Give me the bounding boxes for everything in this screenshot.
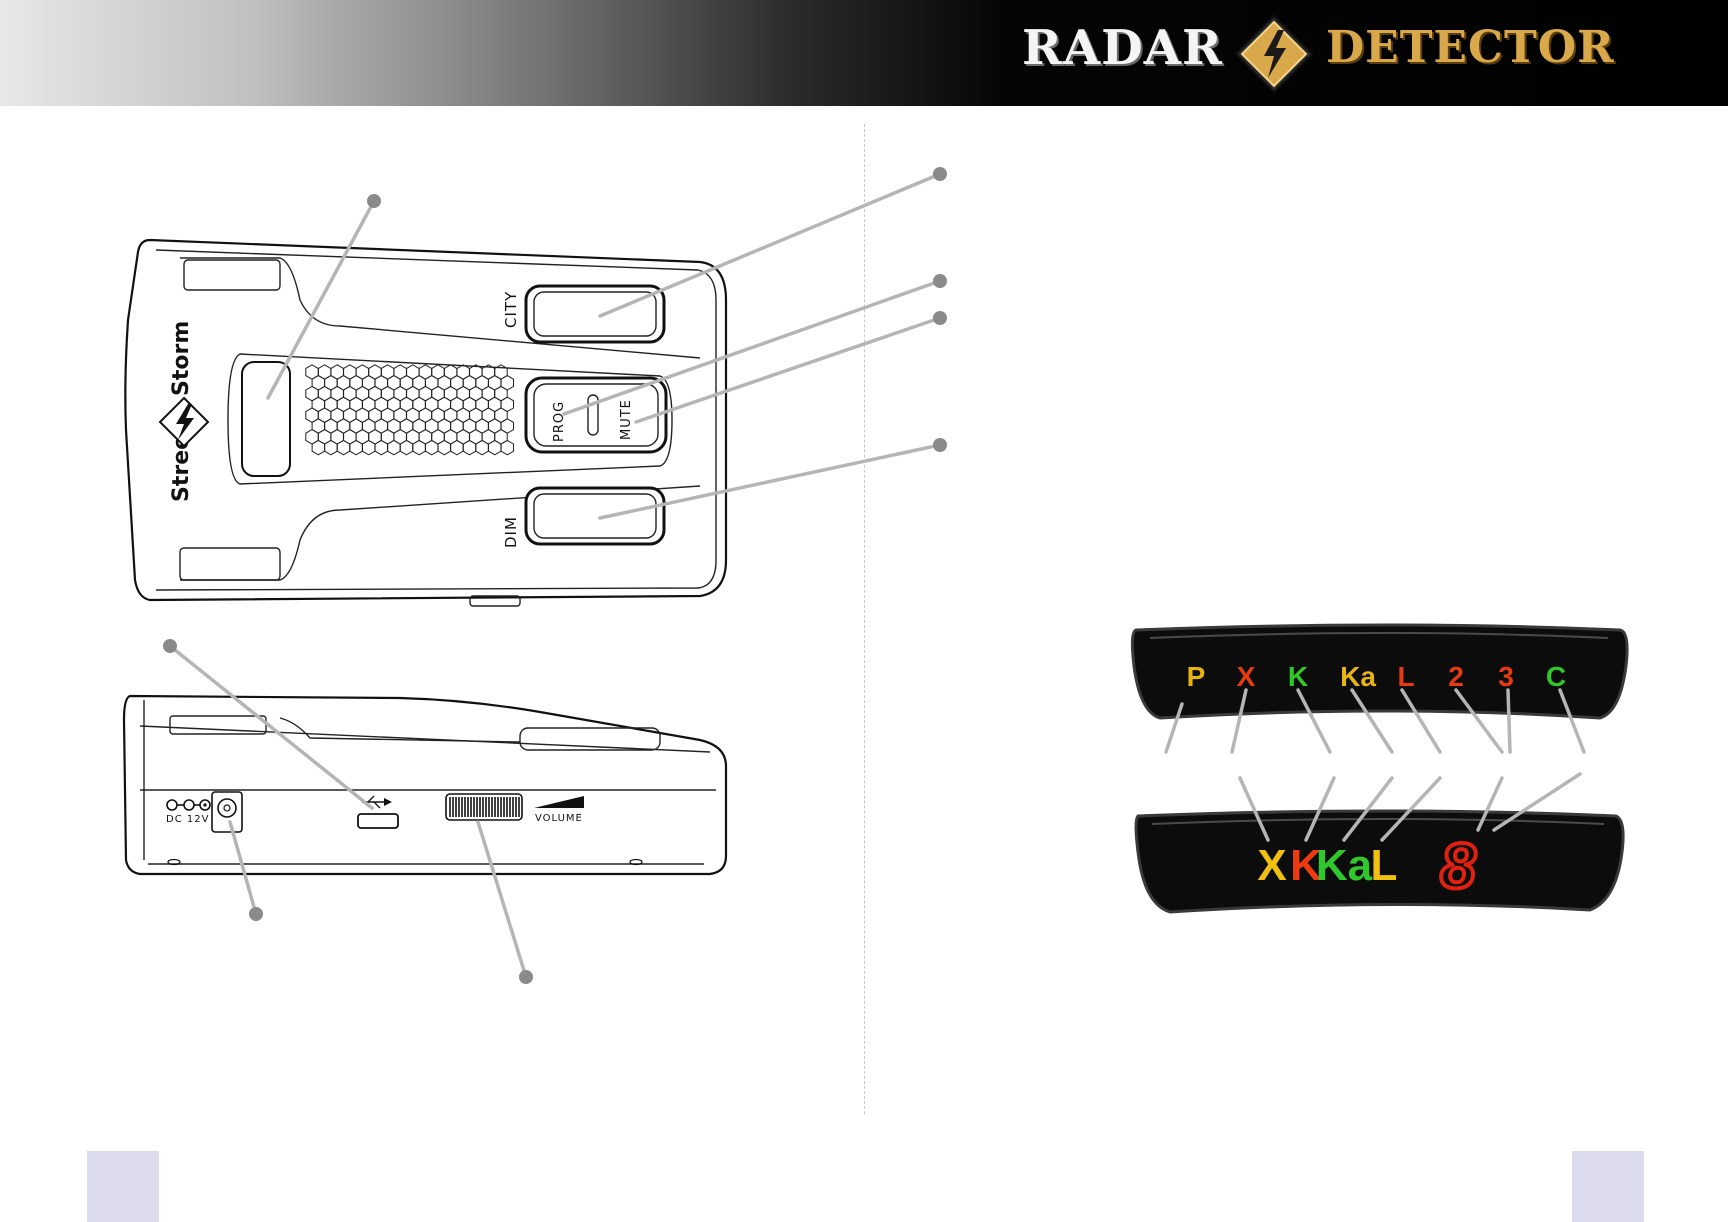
volume-label: VOLUME bbox=[535, 813, 583, 824]
header-bar: RADAR DETECTOR bbox=[0, 0, 1728, 106]
indicator-p: P bbox=[1187, 661, 1206, 692]
callout-dot bbox=[933, 438, 947, 452]
volume-wheel[interactable] bbox=[445, 793, 523, 821]
indicator-l: L bbox=[1371, 841, 1398, 890]
city-button[interactable] bbox=[524, 284, 666, 344]
device-top-view: CITY PROG MUTE DIM Street Storm bbox=[124, 238, 728, 607]
page-tab-left bbox=[87, 1151, 159, 1222]
indicator-l: L bbox=[1397, 661, 1414, 692]
usb-port[interactable] bbox=[357, 813, 399, 829]
grille-cell bbox=[500, 439, 514, 456]
brand-title-radar: RADAR bbox=[1022, 20, 1223, 76]
indicator-ka: Ka bbox=[1340, 661, 1376, 692]
indicator-2: 2 bbox=[1448, 661, 1464, 692]
main-button[interactable] bbox=[241, 361, 291, 477]
dim-button[interactable] bbox=[524, 486, 666, 546]
power-socket[interactable] bbox=[211, 791, 243, 833]
callouts-right bbox=[562, 167, 947, 520]
prog-mute-button[interactable] bbox=[524, 376, 668, 454]
display-mapping-lines bbox=[1164, 688, 1586, 842]
prog-label: PROG bbox=[552, 401, 567, 442]
indicator-x: X bbox=[1257, 841, 1286, 890]
speaker-grille bbox=[305, 364, 514, 456]
indicator-3: 3 bbox=[1498, 661, 1514, 692]
callout-dot bbox=[519, 970, 533, 984]
indicator-ka: Ka bbox=[1316, 841, 1373, 890]
mute-label: MUTE bbox=[619, 399, 634, 440]
callout-dot bbox=[933, 274, 947, 288]
dim-label: DIM bbox=[502, 516, 520, 548]
callout-dot bbox=[367, 194, 381, 208]
indicator-x: X bbox=[1237, 661, 1256, 692]
power-label: DC 12V bbox=[166, 814, 209, 825]
brand-title-detector: DETECTOR bbox=[1326, 22, 1615, 73]
city-label: CITY bbox=[502, 291, 520, 328]
indicator-k: K bbox=[1290, 841, 1322, 890]
volume-level-icon bbox=[534, 796, 584, 808]
indicator-k: K bbox=[1288, 661, 1308, 692]
indicator-c: C bbox=[1546, 661, 1566, 692]
callout-dot bbox=[163, 639, 177, 653]
dc-jack-icon bbox=[166, 799, 211, 811]
street-storm-logo-icon bbox=[158, 396, 210, 448]
page-divider bbox=[864, 124, 865, 1114]
callout-dot bbox=[249, 907, 263, 921]
logo-storm: Storm bbox=[169, 321, 194, 396]
callout-dot bbox=[933, 311, 947, 325]
lightning-diamond-icon bbox=[1234, 14, 1314, 94]
device-side-view: DC 12V VOLUME bbox=[122, 694, 728, 876]
callout-dot bbox=[933, 167, 947, 181]
callouts-left bbox=[163, 194, 533, 984]
page-tab-right bbox=[1572, 1151, 1644, 1222]
segment-digit: 8 bbox=[1440, 830, 1476, 902]
